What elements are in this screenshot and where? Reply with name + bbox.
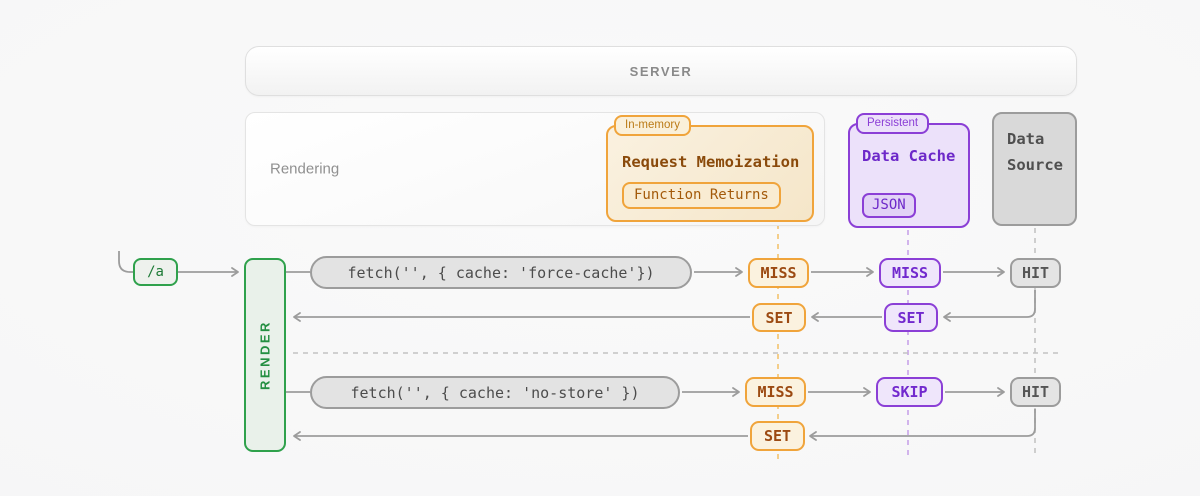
rendering-label: Rendering [270,160,340,178]
row1-memoization-miss-badge: MISS [748,258,809,288]
row1-memoization-set-badge: SET [752,303,806,332]
json-badge: JSON [862,193,916,218]
request-memoization-box: In-memory Request Memoization Function R… [606,115,814,222]
row1-data-source-hit-badge: HIT [1010,258,1061,288]
data-cache-title: Data Cache [862,147,956,165]
server-header: SERVER [245,46,1077,96]
data-source-title-line1: Data [1007,130,1045,148]
row1-data-cache-set-badge: SET [884,303,938,332]
render-bar-label: RENDER [257,320,273,390]
route-entry-line [118,251,133,273]
function-returns-badge: Function Returns [622,182,781,209]
persistent-tag: Persistent [856,113,930,134]
render-bar: RENDER [244,258,286,452]
in-memory-tag: In-memory [614,115,691,136]
fetch-no-store-label: fetch('', { cache: 'no-store' }) [350,383,640,402]
row2-memoization-miss-badge: MISS [745,377,806,407]
data-source-title-line2: Source [1007,156,1063,174]
fetch-force-cache-pill: fetch('', { cache: 'force-cache'}) [310,256,692,289]
data-cache-box: Persistent Data Cache JSON [848,113,970,228]
fetch-force-cache-label: fetch('', { cache: 'force-cache'}) [347,263,655,282]
row2-data-cache-skip-badge: SKIP [876,377,943,407]
row2-data-source-hit-badge: HIT [1010,377,1061,407]
server-header-label: SERVER [629,63,693,79]
fetch-no-store-pill: fetch('', { cache: 'no-store' }) [310,376,680,409]
row1-data-cache-miss-badge: MISS [879,258,941,288]
hit1-to-set-cache-elbow [943,290,1036,322]
row2-memoization-set-badge: SET [750,421,805,451]
route-badge: /a [133,258,178,286]
hit2-to-set-memo-elbow [809,409,1036,441]
route-badge-label: /a [147,264,164,280]
data-source-box: Data Source [992,112,1077,226]
request-memoization-title: Request Memoization [622,153,800,171]
